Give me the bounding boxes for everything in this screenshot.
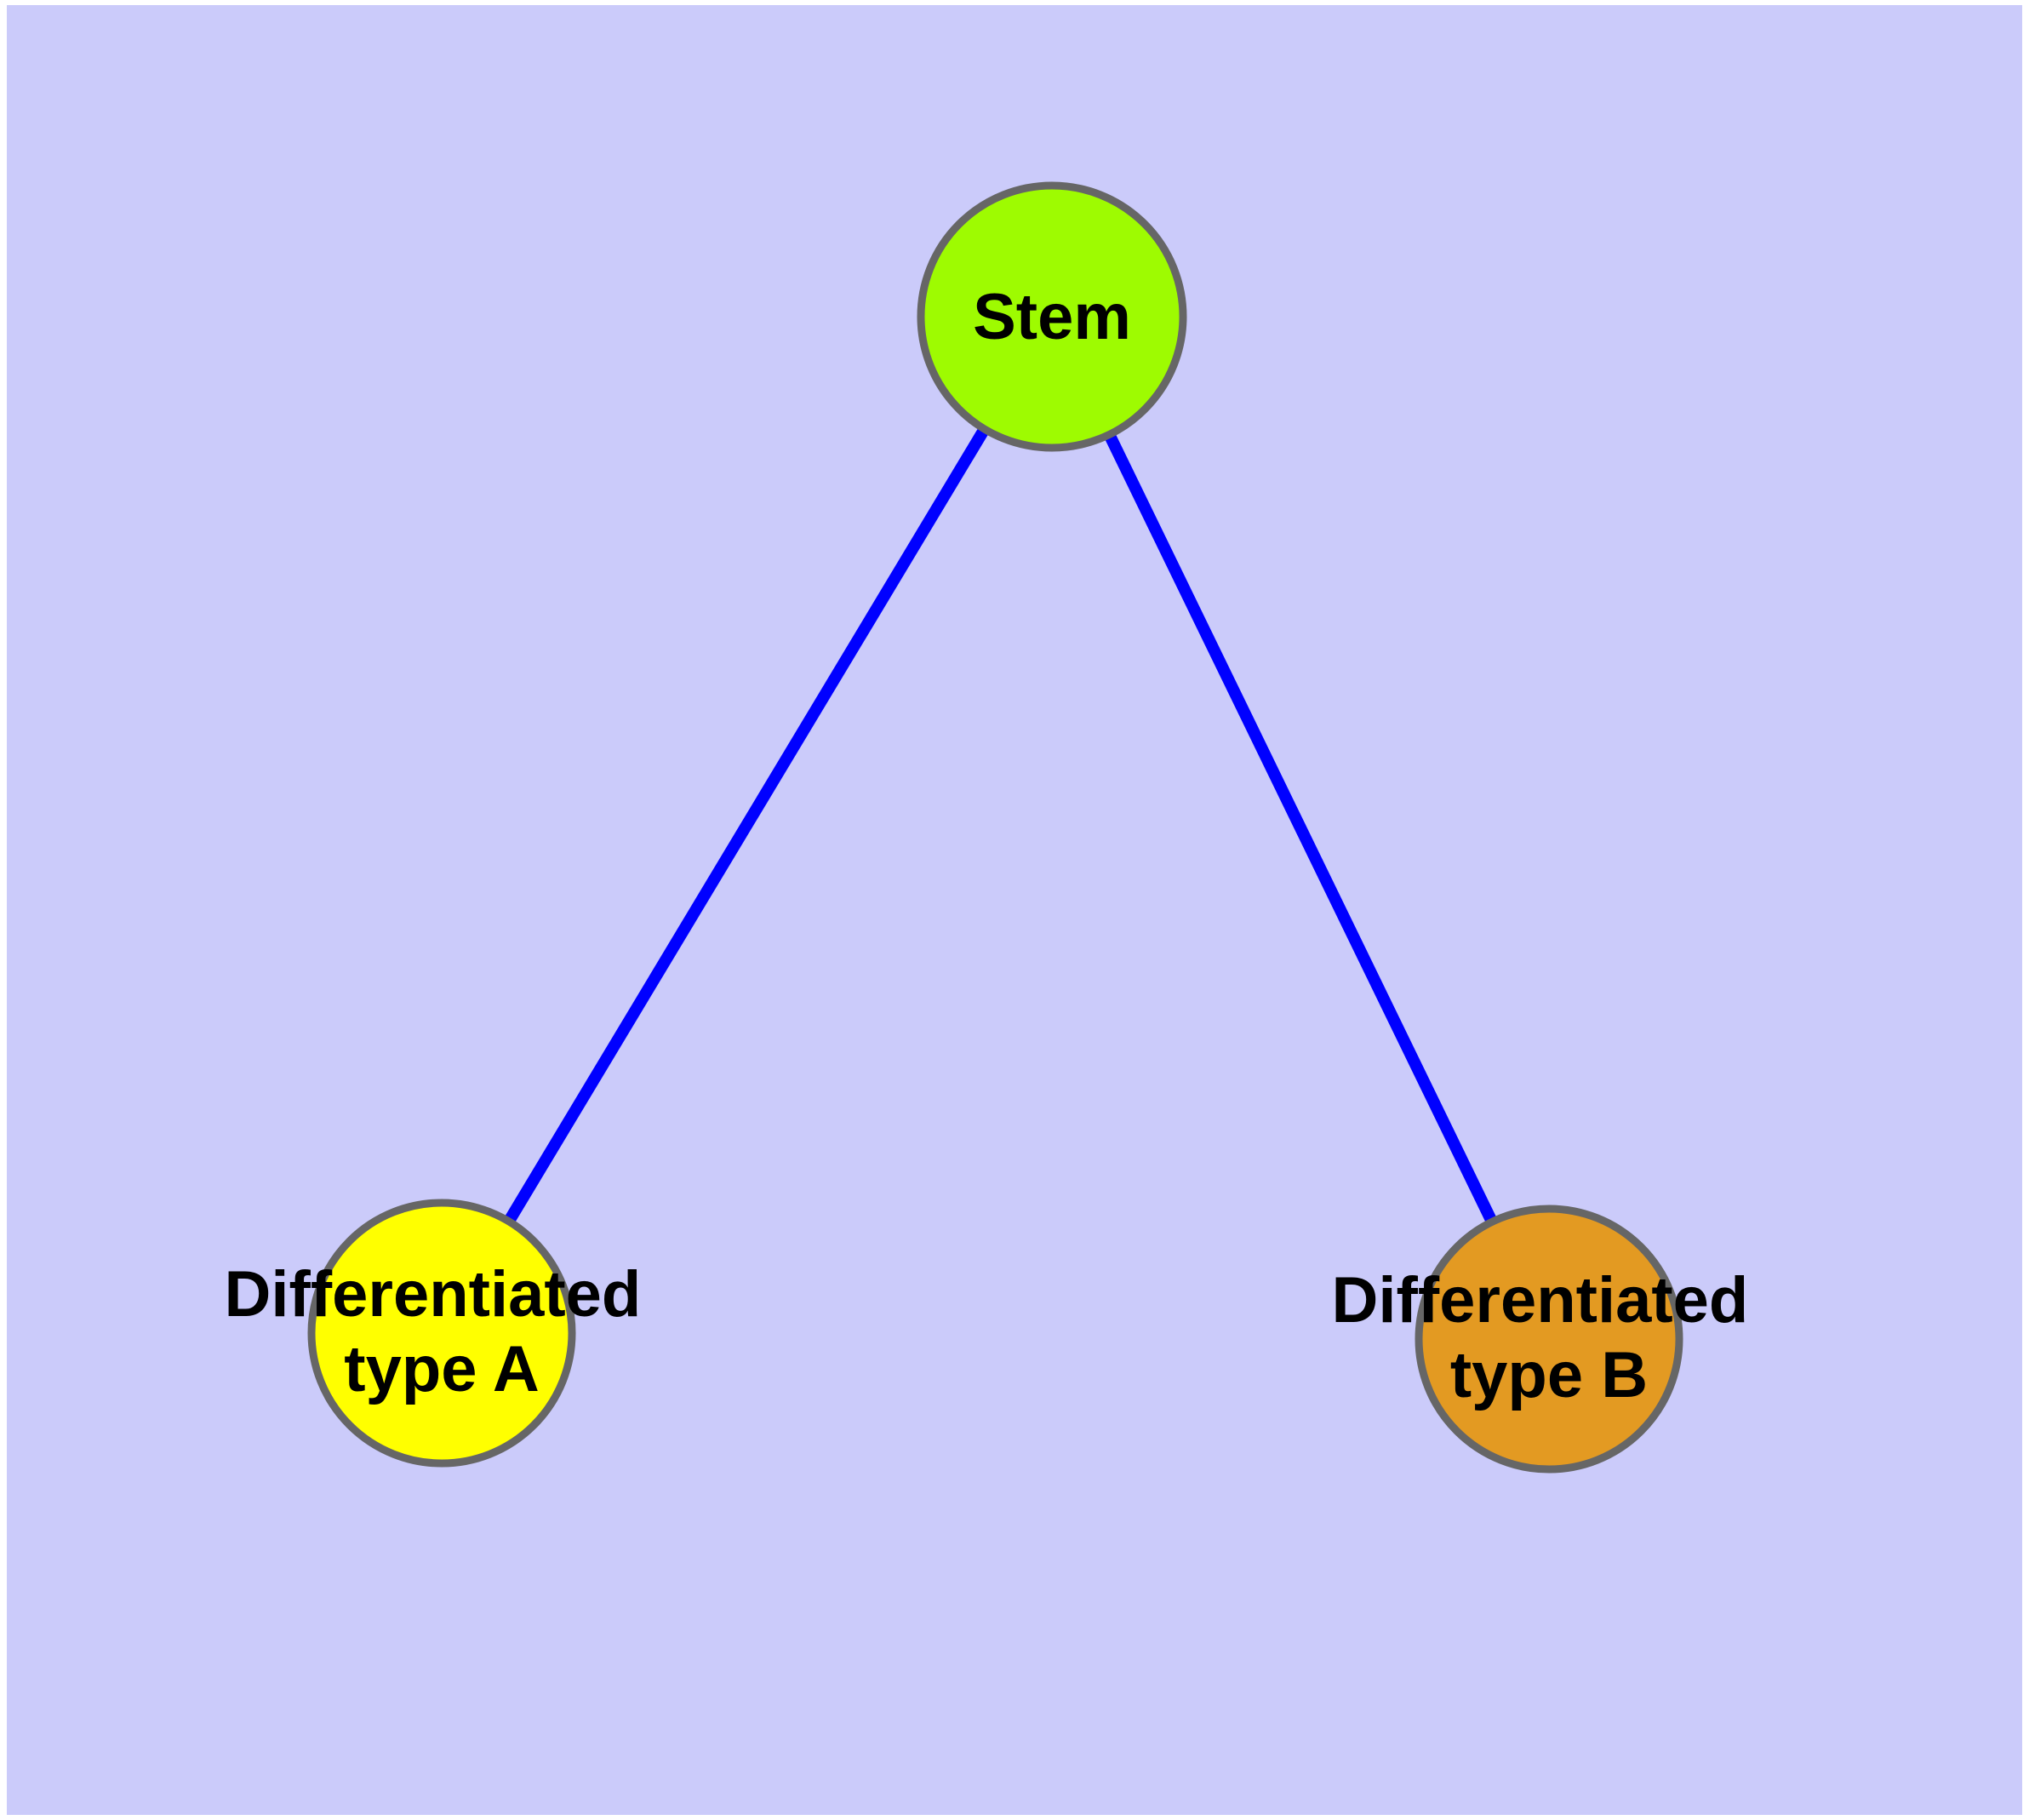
graph-svg: Stem Differentiated type A Differentiate…	[225, 181, 1767, 1474]
node-differentiated-type-a-circle[interactable]	[307, 1199, 576, 1468]
diagram-plot-area: Stem Differentiated type A Differentiate…	[7, 5, 2022, 1815]
node-differentiated-type-a[interactable]: Differentiated type A	[225, 1199, 660, 1468]
edge-layer	[436, 313, 1555, 1342]
edge-stem-to-differentiated-type-b[interactable]	[1046, 313, 1555, 1342]
node-differentiated-type-b-circle[interactable]	[1415, 1205, 1683, 1474]
edge-stem-to-differentiated-type-a[interactable]	[436, 313, 1058, 1336]
node-stem-circle[interactable]	[917, 181, 1187, 452]
node-differentiated-type-b[interactable]: Differentiated type B	[1332, 1205, 1767, 1474]
node-stem[interactable]: Stem	[917, 181, 1187, 452]
node-layer: Stem Differentiated type A Differentiate…	[225, 181, 1767, 1474]
